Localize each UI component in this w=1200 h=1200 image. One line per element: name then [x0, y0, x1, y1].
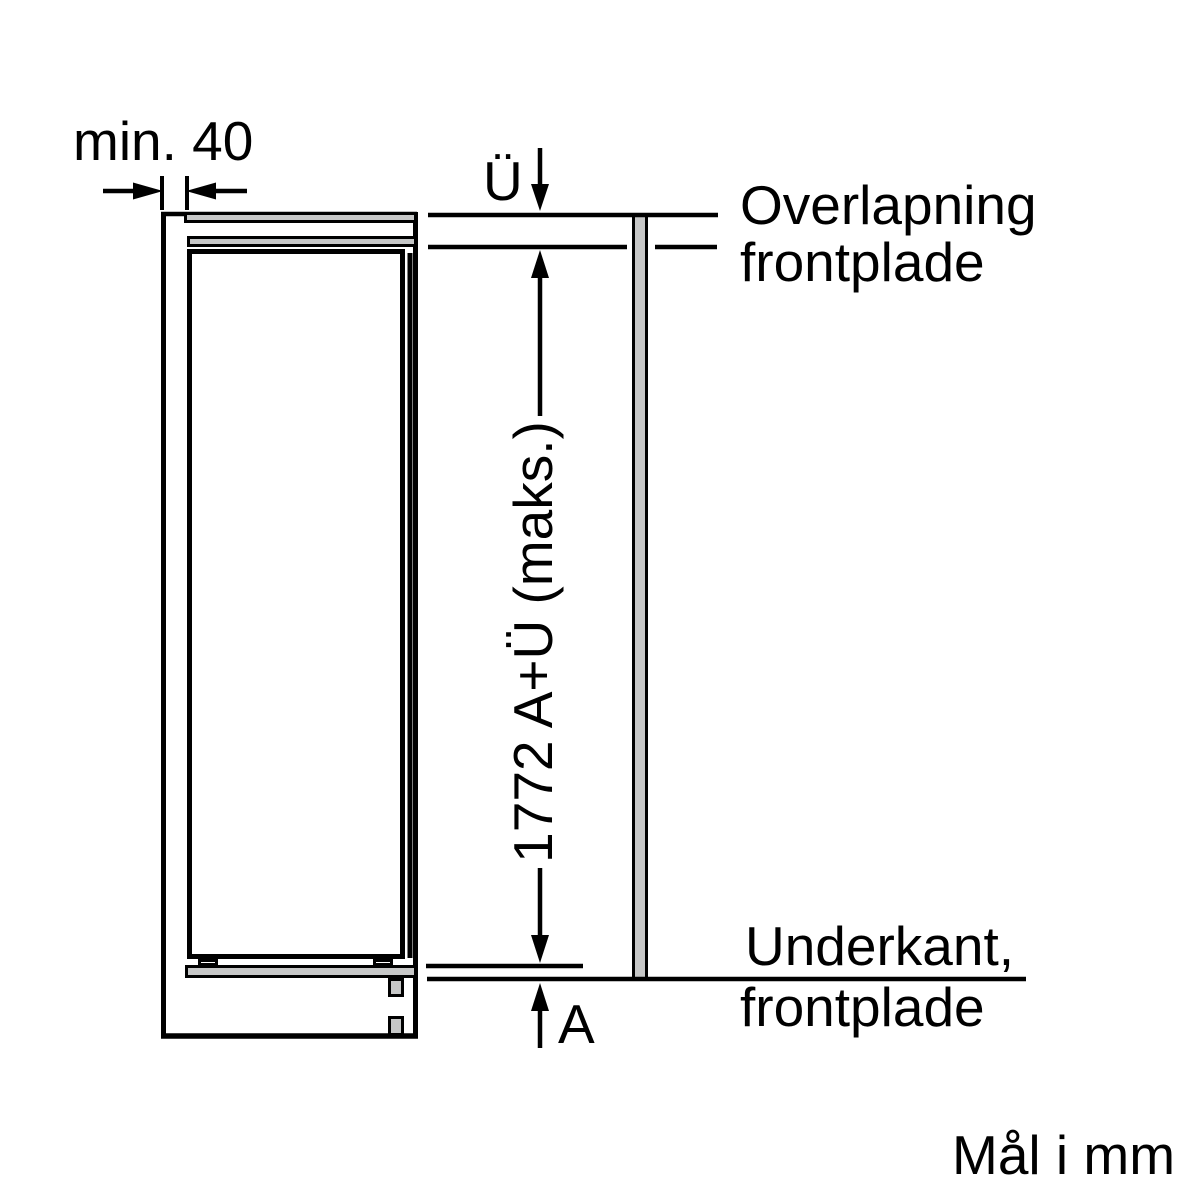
plinth-bracket-upper [388, 978, 404, 997]
arrow-right-icon [133, 182, 163, 200]
top-mounting-strip-lower [187, 236, 417, 247]
unit-note: Mål i mm [952, 1124, 1175, 1186]
overlap-annotation-line2: frontplade [740, 231, 985, 293]
annotation-overlap: Overlapning frontplade [740, 174, 1037, 293]
plinth-bracket-lower [388, 1016, 404, 1036]
arrow-left-icon [186, 182, 216, 200]
front-panel [426, 212, 1026, 982]
appliance-foot-right [373, 959, 393, 966]
top-mounting-strip-upper [184, 212, 417, 223]
appliance-foot-left [198, 959, 218, 966]
arrow-up-icon [531, 250, 549, 278]
appliance-body [184, 212, 417, 1036]
bottom-distance-label: A [558, 993, 595, 1055]
plinth-bar [185, 965, 417, 978]
dimension-bottom-distance: A [531, 983, 595, 1055]
bottom-edge-annotation-line1: Underkant, [745, 915, 1014, 977]
niche-height-label: 1772 A+Ü (maks.) [502, 421, 564, 863]
bottom-edge-annotation-line2: frontplade [740, 976, 985, 1038]
dimension-side-clearance: min. 40 [73, 110, 253, 210]
appliance-box [187, 249, 405, 959]
overlap-annotation-line1: Overlapning [740, 174, 1037, 236]
side-clearance-label: min. 40 [73, 110, 253, 172]
annotation-bottom-edge: Underkant, frontplade [740, 915, 1014, 1038]
arrow-down-icon [531, 184, 549, 211]
dimension-niche-height: 1772 A+Ü (maks.) [502, 250, 564, 963]
arrow-down-icon [531, 935, 549, 963]
front-panel-bar [632, 213, 648, 981]
top-overlap-label: Ü [483, 150, 523, 212]
dimension-top-overlap: Ü [483, 148, 549, 212]
arrow-up-icon [531, 983, 549, 1011]
